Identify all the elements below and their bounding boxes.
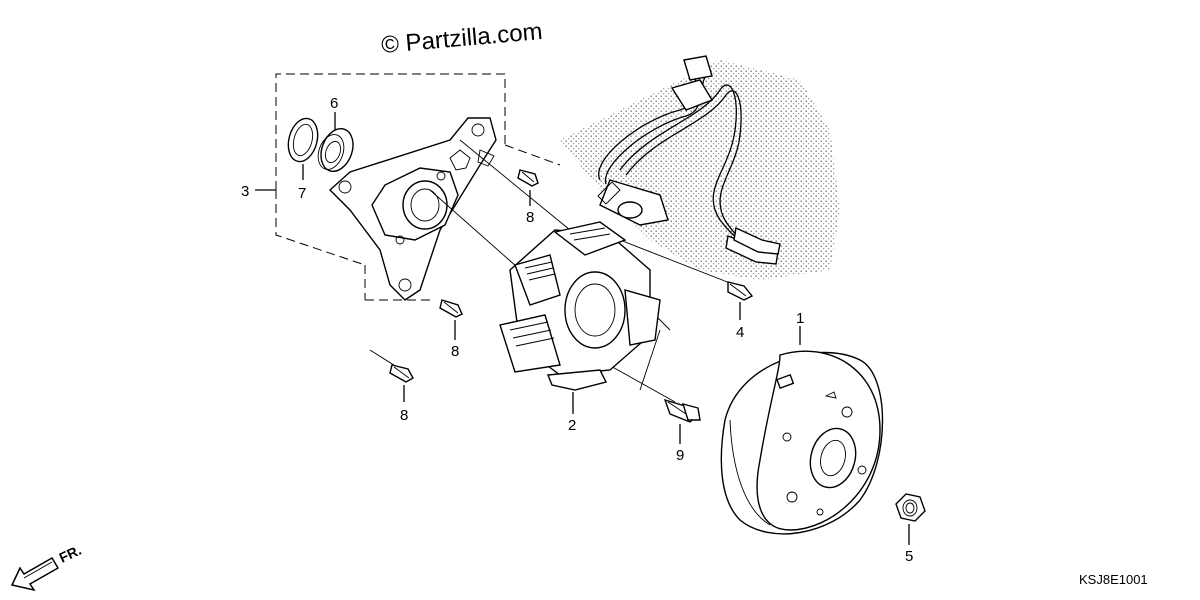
guide-line-j xyxy=(619,239,736,286)
callout-6[interactable]: 6 xyxy=(330,95,338,112)
wire-harness xyxy=(597,55,781,265)
stator-base-plate xyxy=(328,117,497,301)
front-arrow-icon xyxy=(10,556,60,592)
guide-line-d xyxy=(459,139,571,231)
callout-8-upper[interactable]: 8 xyxy=(526,209,534,226)
callout-3[interactable]: 3 xyxy=(241,183,249,200)
callout-8-lower[interactable]: 8 xyxy=(400,407,408,424)
harness-shading xyxy=(560,60,840,280)
flange-nut xyxy=(895,493,926,522)
bolt-9 xyxy=(663,398,701,423)
group-3-dashed-lower xyxy=(275,190,366,266)
flywheel-rotor xyxy=(720,350,884,535)
watermark-text: © Partzilla.com xyxy=(380,18,543,59)
callout-9[interactable]: 9 xyxy=(676,447,684,464)
gasket-ring xyxy=(287,117,319,163)
callout-4[interactable]: 4 xyxy=(736,324,744,341)
group-3-dashed-outline xyxy=(275,73,506,190)
stator-coil xyxy=(499,221,661,391)
guide-line-i xyxy=(504,144,561,166)
callout-1[interactable]: 1 xyxy=(796,310,804,327)
callout-5[interactable]: 5 xyxy=(905,548,913,565)
guide-line-h xyxy=(639,329,661,391)
oil-seal xyxy=(317,127,354,173)
callout-8-middle[interactable]: 8 xyxy=(451,343,459,360)
direction-label: FR. xyxy=(57,542,84,566)
callout-7[interactable]: 7 xyxy=(298,185,306,202)
screw-upper xyxy=(517,169,539,187)
diagram-code: KSJ8E1001 xyxy=(1079,572,1148,587)
screw-middle xyxy=(439,299,463,318)
screw-lower xyxy=(389,364,414,383)
callout-2[interactable]: 2 xyxy=(568,417,576,434)
bolt-4 xyxy=(727,281,754,301)
